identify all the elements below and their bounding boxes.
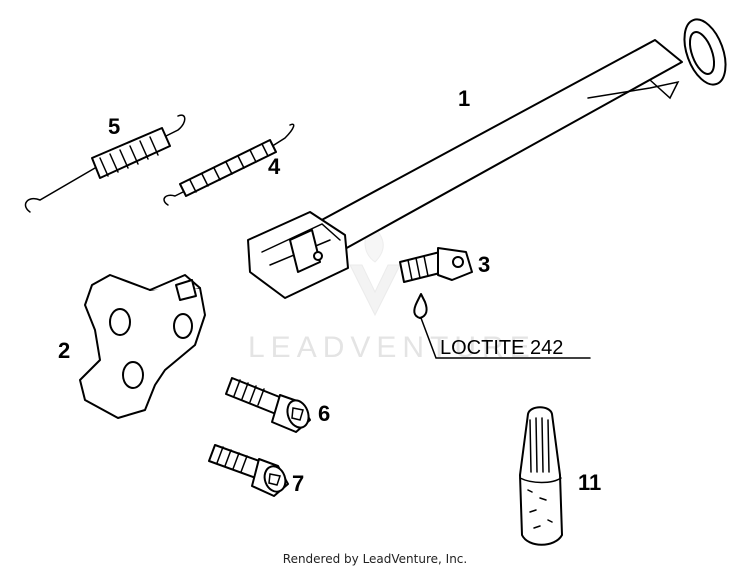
part-5-spring (24, 114, 186, 213)
callout-11: 11 (578, 470, 601, 495)
part-4-spring (163, 123, 295, 206)
part-1-side-stand (247, 18, 727, 299)
part-3-bolt (399, 247, 473, 319)
part-7-bolt (208, 444, 289, 497)
callout-3: 3 (478, 252, 490, 277)
callout-6: 6 (318, 401, 330, 426)
callout-1: 1 (458, 86, 470, 111)
part-2-bracket (79, 274, 206, 419)
callout-4: 4 (268, 154, 281, 179)
loctite-leader-line (420, 317, 591, 359)
part-11-loctite-tube (519, 406, 563, 546)
callout-5: 5 (108, 114, 120, 139)
part-6-bolt (225, 377, 311, 433)
callout-2: 2 (58, 338, 70, 363)
loctite-note: LOCTITE 242 (440, 337, 563, 359)
footer-credit: Rendered by LeadVenture, Inc. (282, 552, 468, 566)
callout-7: 7 (292, 471, 304, 496)
